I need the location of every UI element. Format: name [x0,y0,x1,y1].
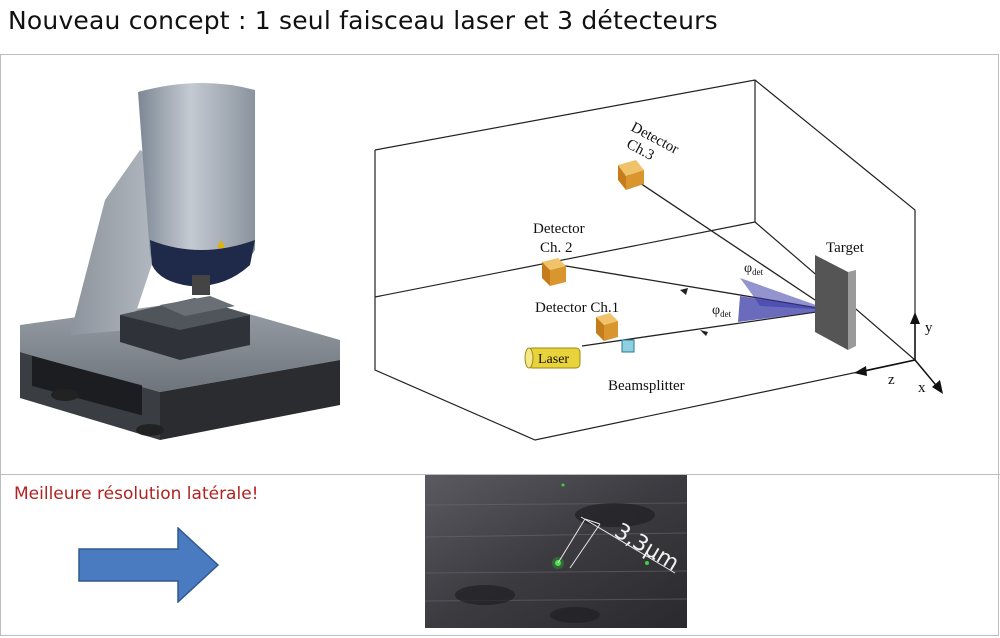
detector-ch1-icon [596,313,618,341]
slide-title: Nouveau concept : 1 seul faisceau laser … [8,6,718,35]
detector-ch3-icon [618,160,644,190]
instrument-image [20,82,340,440]
optical-setup-diagram: Detector Ch.3 Detector Ch. 2 Detector Ch… [374,79,943,441]
phi-upper-label: φdet [744,261,764,277]
detector-ch1-label: Detector Ch.1 [535,300,619,316]
target-label: Target [826,240,865,256]
beamsplitter-icon [621,339,635,353]
beamsplitter-label: Beamsplitter [608,378,685,394]
detector-ch2-icon [542,258,566,286]
detector-ch2-label: Detector Ch. 2 [533,221,588,256]
subtitle-text: Meilleure résolution latérale! [14,484,259,504]
axis-z-label: z [888,372,895,388]
axis-y-label: y [925,320,933,336]
phi-lower-label: φdet [712,303,732,319]
angle-cone-lower [738,296,830,322]
laser-label: Laser [538,352,569,367]
micrograph-image: 3,3µm [425,475,687,628]
laser-icon [524,347,581,369]
content-frame [0,54,999,636]
right-arrow-icon [78,527,220,603]
divider-line [0,474,1000,475]
axis-x-label: x [918,380,926,396]
